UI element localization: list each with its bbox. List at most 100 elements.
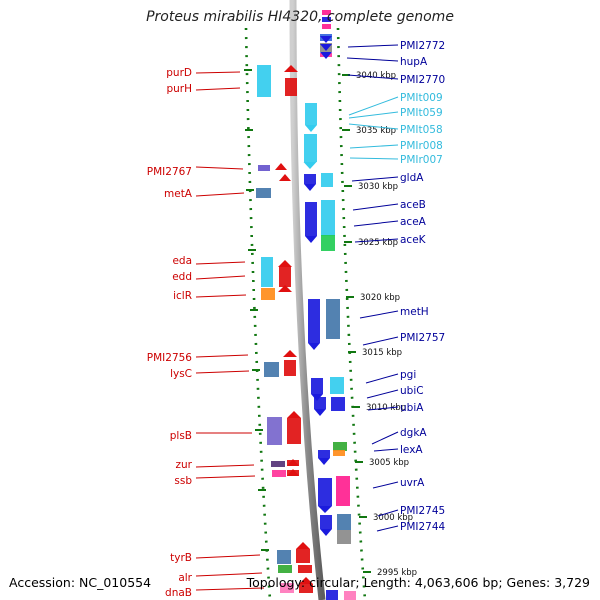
right-gene-leader <box>373 448 399 452</box>
right-gene-label: PMIr007 <box>400 154 443 166</box>
right-gene-leader <box>366 389 399 399</box>
gene-feature <box>272 470 286 477</box>
scale-tick-label: 3000 kbp <box>373 513 413 523</box>
left-gene-leader <box>195 370 250 374</box>
left-gene-label: zur <box>176 459 193 471</box>
right-gene-leader <box>347 74 399 80</box>
left-gene-label: plsB <box>170 430 192 442</box>
left-gene-leader <box>195 475 256 479</box>
left-gene-label: iclR <box>173 290 192 302</box>
gene-feature <box>284 360 296 376</box>
right-gene-leader <box>354 238 399 243</box>
gene-feature <box>331 397 345 411</box>
right-gene-label: uvrA <box>400 477 425 489</box>
right-gene-leader <box>372 481 399 489</box>
gene-feature <box>287 418 301 444</box>
right-gene-leader <box>371 431 399 445</box>
gene-feature <box>330 377 344 394</box>
gene-feature <box>344 591 356 600</box>
left-ruler-line <box>244 27 272 600</box>
right-gene-label: PMI2745 <box>400 505 445 517</box>
gene-arrow <box>287 469 299 476</box>
gene-feature <box>318 450 330 458</box>
left-gene-leader <box>195 572 263 577</box>
left-gene-leader <box>195 354 249 358</box>
gene-arrow <box>320 36 332 43</box>
right-gene-leader <box>367 406 399 411</box>
gene-feature <box>305 103 317 125</box>
left-gene-leader <box>195 192 245 197</box>
gene-arrow <box>303 162 317 169</box>
gene-arrow <box>296 542 310 549</box>
right-gene-label: PMI2772 <box>400 40 445 52</box>
right-gene-leader <box>346 57 399 62</box>
gene-feature <box>305 202 317 236</box>
gene-features <box>256 10 356 600</box>
gene-feature <box>264 362 279 377</box>
gene-feature <box>285 78 297 96</box>
left-gene-leader <box>195 87 241 91</box>
right-gene-label: ubiA <box>400 402 424 414</box>
right-gene-label: dgkA <box>400 427 427 439</box>
left-gene-label: PMI2756 <box>147 352 193 364</box>
right-gene-label: hupA <box>400 56 428 68</box>
right-gene-leader <box>348 111 399 119</box>
gene-arrow <box>320 52 332 59</box>
gene-arrow <box>299 577 313 584</box>
gene-feature <box>322 17 331 22</box>
gene-feature <box>311 378 323 394</box>
left-gene-label: metA <box>164 188 193 200</box>
genome-title: Proteus mirabilis HI4320, complete genom… <box>146 9 454 25</box>
gene-feature <box>326 299 340 339</box>
gene-feature <box>296 549 310 563</box>
gene-arrow <box>320 529 332 536</box>
gene-feature <box>321 173 333 187</box>
gene-feature <box>322 24 331 29</box>
right-gene-leader <box>348 123 399 130</box>
right-gene-label: metH <box>400 306 429 318</box>
right-gene-leader <box>365 373 399 384</box>
left-gene-label: purH <box>166 83 192 95</box>
right-gene-leader <box>353 220 399 227</box>
gene-arrow <box>320 44 332 51</box>
scale-tick-label: 3030 kbp <box>358 182 398 192</box>
gene-arrow <box>318 458 330 465</box>
accession-label: Accession: NC_010554 <box>9 575 152 590</box>
left-gene-leader <box>195 587 265 591</box>
gene-feature <box>278 565 292 573</box>
gene-feature <box>271 461 285 467</box>
scale-tick-label: 3020 kbp <box>360 293 400 303</box>
gene-feature <box>318 478 332 506</box>
gene-feature <box>320 515 332 529</box>
right-gene-leader <box>377 509 399 517</box>
gene-arrow <box>278 285 292 292</box>
left-gene-leader <box>195 261 246 265</box>
scale-tick-label: 2995 kbp <box>377 568 417 578</box>
gene-feature <box>267 417 282 445</box>
left-gene-leader <box>195 464 255 468</box>
gene-feature <box>256 188 271 198</box>
left-gene-label: PMI2767 <box>147 166 192 178</box>
scale-tick-label: 3015 kbp <box>362 348 402 358</box>
gene-feature <box>257 65 271 97</box>
right-gene-label: ubiC <box>400 385 424 397</box>
right-gene-label: pgi <box>400 369 416 381</box>
right-gene-leader <box>348 96 399 116</box>
right-gene-label: PMI2744 <box>400 521 446 533</box>
gene-feature <box>298 565 312 573</box>
left-gene-label: purD <box>166 67 192 79</box>
right-gene-leader <box>352 203 399 211</box>
gene-feature <box>299 584 313 593</box>
right-gene-label: aceA <box>400 216 427 228</box>
right-gene-label: PMIr008 <box>400 140 443 152</box>
left-gene-leader <box>195 294 247 298</box>
scale-tick-label: 3040 kbp <box>356 71 396 81</box>
left-gene-label: eda <box>172 255 192 267</box>
right-gene-leader <box>359 310 399 319</box>
right-gene-label: lexA <box>400 444 423 456</box>
gene-arrow <box>278 260 292 267</box>
left-gene-label: lysC <box>170 368 192 380</box>
gene-arrow <box>311 394 323 401</box>
left-gene-label: tyrB <box>170 552 192 564</box>
